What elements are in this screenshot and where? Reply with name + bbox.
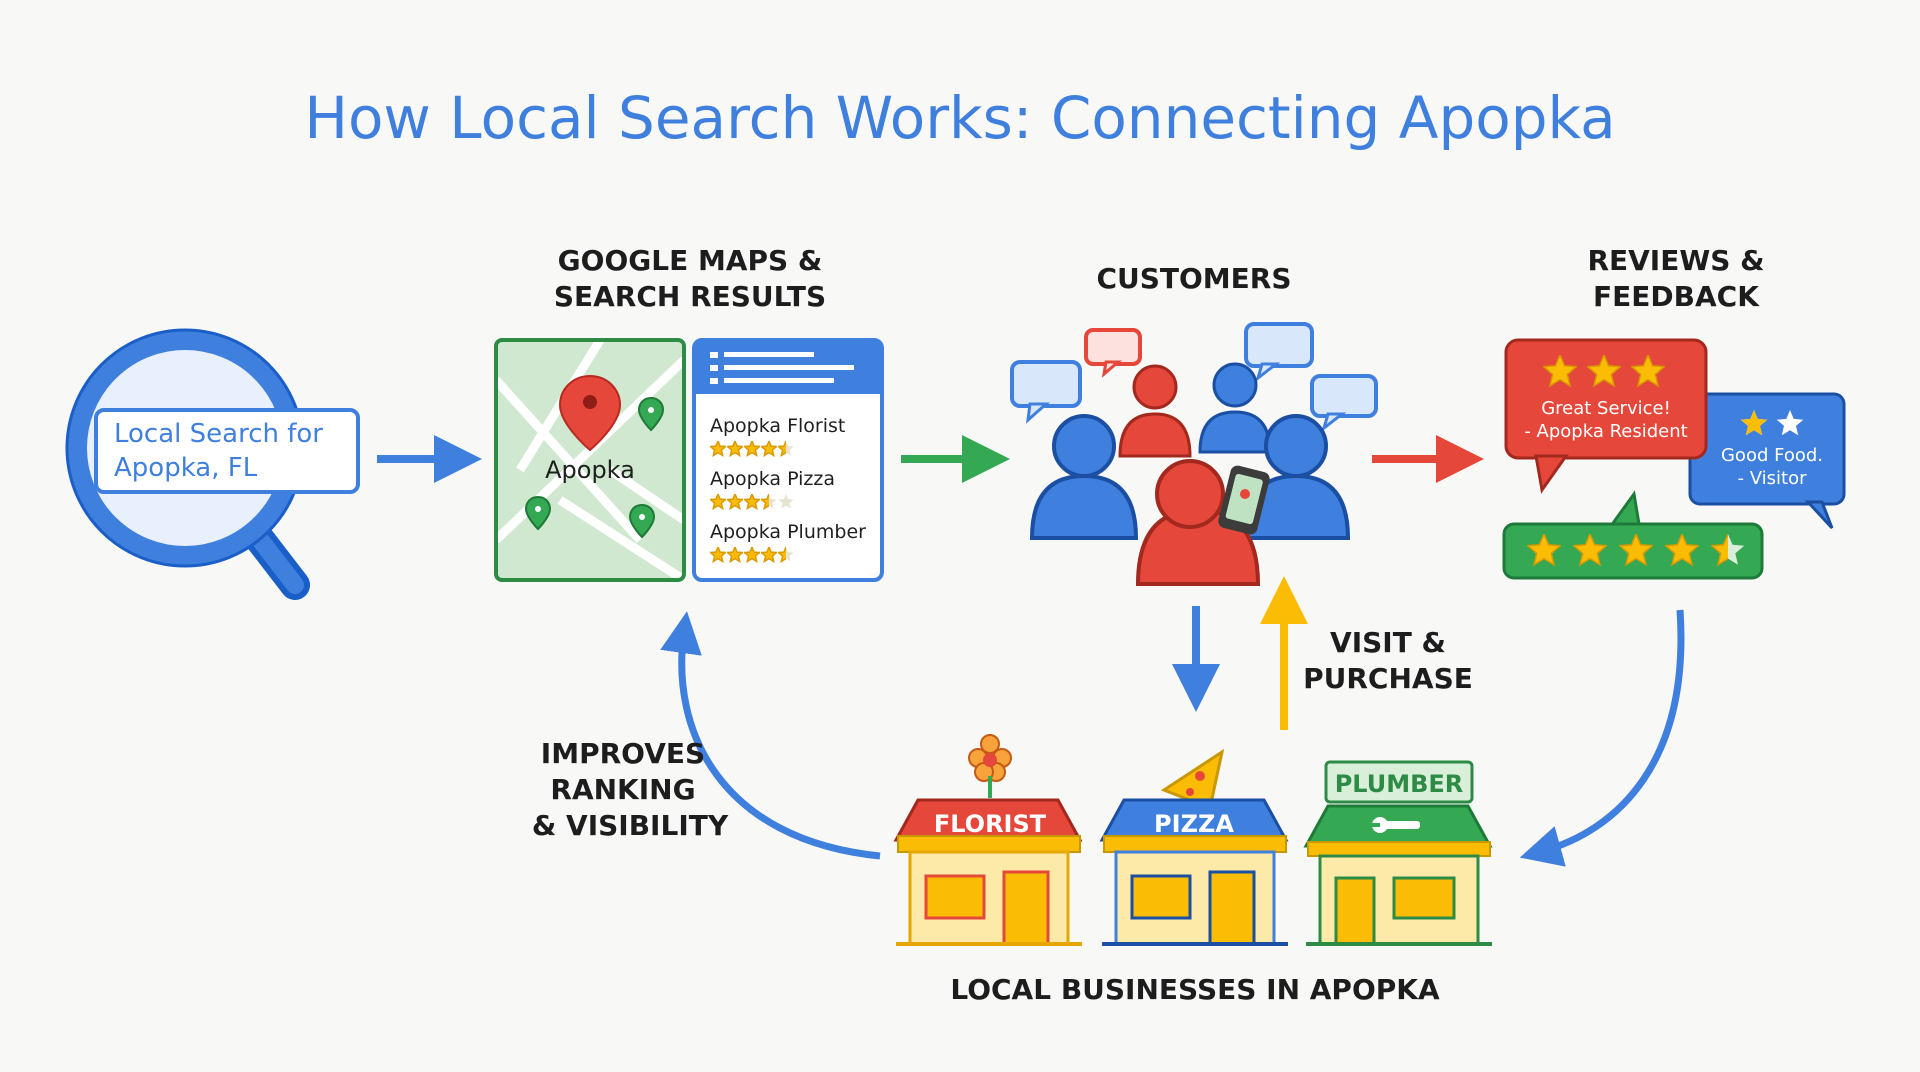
result-item[interactable]: Apopka Florist bbox=[710, 415, 845, 457]
map-city-label: Apopka bbox=[545, 456, 635, 484]
star-icon bbox=[727, 494, 743, 510]
result-name: Apopka Plumber bbox=[710, 521, 866, 543]
rating-bar bbox=[1502, 490, 1764, 580]
map-pin-small-icon bbox=[628, 503, 656, 539]
improves-label-line1: IMPROVES bbox=[541, 737, 705, 770]
star-icon bbox=[1665, 534, 1699, 567]
result-rating-stars bbox=[710, 547, 794, 563]
speech-bubble-icon bbox=[1084, 328, 1142, 378]
visit-label-line1: VISIT & bbox=[1330, 626, 1446, 659]
review1-text: Great Service! bbox=[1541, 398, 1671, 419]
map-pin-small-icon bbox=[524, 495, 552, 531]
star-icon bbox=[727, 441, 743, 457]
improves-label-line2: RANKING bbox=[550, 773, 695, 806]
star-icon bbox=[778, 441, 786, 457]
wrench-icon bbox=[1371, 817, 1420, 833]
shop-sign-pizza: PIZZA bbox=[1154, 810, 1234, 838]
result-item[interactable]: Apopka Pizza bbox=[710, 468, 835, 510]
result-name: Apopka Florist bbox=[710, 415, 845, 437]
speech-bubble-icon bbox=[1010, 360, 1082, 424]
visit-label-line2: PURCHASE bbox=[1303, 662, 1473, 695]
star-empty-icon bbox=[1776, 410, 1804, 436]
star-icon bbox=[761, 547, 777, 563]
review-stars bbox=[1543, 355, 1665, 388]
star-icon bbox=[710, 441, 726, 457]
star-icon bbox=[727, 547, 743, 563]
star-icon bbox=[1631, 355, 1665, 388]
star-icon bbox=[761, 441, 777, 457]
businesses-label: LOCAL BUSINESSES IN APOPKA bbox=[950, 973, 1440, 1006]
shop-florist[interactable]: FLORIST bbox=[893, 734, 1083, 946]
star-icon bbox=[1740, 410, 1768, 436]
star-icon bbox=[744, 441, 760, 457]
speech-bubble-icon bbox=[1244, 322, 1314, 383]
shop-sign-florist: FLORIST bbox=[934, 810, 1047, 838]
star-empty-icon bbox=[778, 494, 794, 509]
arrow-reviews-to-businesses bbox=[1519, 609, 1685, 867]
star-icon bbox=[710, 547, 726, 563]
shop-pizza[interactable]: PIZZA bbox=[1099, 748, 1289, 946]
star-icon bbox=[1527, 534, 1561, 567]
star-icon bbox=[1619, 534, 1653, 567]
star-icon bbox=[744, 547, 760, 563]
shop-sign-plumber: PLUMBER bbox=[1335, 770, 1464, 798]
maps-label-line1: GOOGLE MAPS & bbox=[558, 244, 823, 277]
star-icon bbox=[761, 494, 769, 510]
customers-group bbox=[1010, 322, 1378, 586]
shop-plumber[interactable]: PLUMBER bbox=[1303, 760, 1493, 946]
map-panel[interactable]: Apopka bbox=[494, 338, 686, 582]
star-icon bbox=[710, 494, 726, 510]
search-results-panel[interactable]: Apopka Florist Apopka Pizza Apopka Plumb… bbox=[692, 338, 884, 582]
customers-label: CUSTOMERS bbox=[1096, 262, 1291, 295]
result-name: Apopka Pizza bbox=[710, 468, 835, 490]
page-title: How Local Search Works: Connecting Apopk… bbox=[304, 84, 1615, 152]
review1-author: - Apopka Resident bbox=[1524, 421, 1687, 442]
result-rating-stars bbox=[710, 441, 794, 457]
star-icon bbox=[778, 547, 786, 563]
search-query-line1: Local Search for bbox=[114, 419, 323, 449]
search-query-line2: Apopka, FL bbox=[114, 453, 258, 483]
review-card-red[interactable]: Great Service! - Apopka Resident bbox=[1504, 338, 1708, 494]
flower-icon bbox=[968, 734, 1012, 798]
review2-author: - Visitor bbox=[1738, 468, 1808, 489]
reviews-label-line1: REVIEWS & bbox=[1587, 244, 1764, 277]
star-icon bbox=[1711, 534, 1728, 567]
map-pin-small-icon bbox=[637, 396, 665, 432]
review2-text: Good Food. bbox=[1721, 445, 1823, 466]
reviews-label-line2: FEEDBACK bbox=[1593, 280, 1760, 313]
phone-map-icon bbox=[1218, 465, 1270, 535]
star-icon bbox=[744, 494, 760, 510]
map-pin-main-icon bbox=[558, 374, 622, 452]
search-query-box[interactable]: Local Search for Apopka, FL bbox=[94, 408, 360, 494]
star-icon bbox=[1587, 355, 1621, 388]
review-stars bbox=[1740, 410, 1804, 436]
result-item[interactable]: Apopka Plumber bbox=[710, 521, 866, 563]
star-icon bbox=[1543, 355, 1577, 388]
speech-bubble-icon bbox=[1310, 374, 1378, 433]
improves-label-line3: & VISIBILITY bbox=[532, 809, 729, 842]
review-card-blue[interactable]: Good Food. - Visitor bbox=[1688, 392, 1846, 530]
maps-label-line2: SEARCH RESULTS bbox=[554, 280, 826, 313]
customer-person-icon bbox=[1118, 364, 1192, 458]
customer-person-icon bbox=[1029, 414, 1139, 540]
rating-bar-stars bbox=[1527, 534, 1745, 567]
result-rating-stars bbox=[710, 494, 794, 510]
customer-person-icon bbox=[1198, 362, 1272, 454]
arrow-businesses-to-maps bbox=[660, 611, 881, 860]
star-icon bbox=[1573, 534, 1607, 567]
